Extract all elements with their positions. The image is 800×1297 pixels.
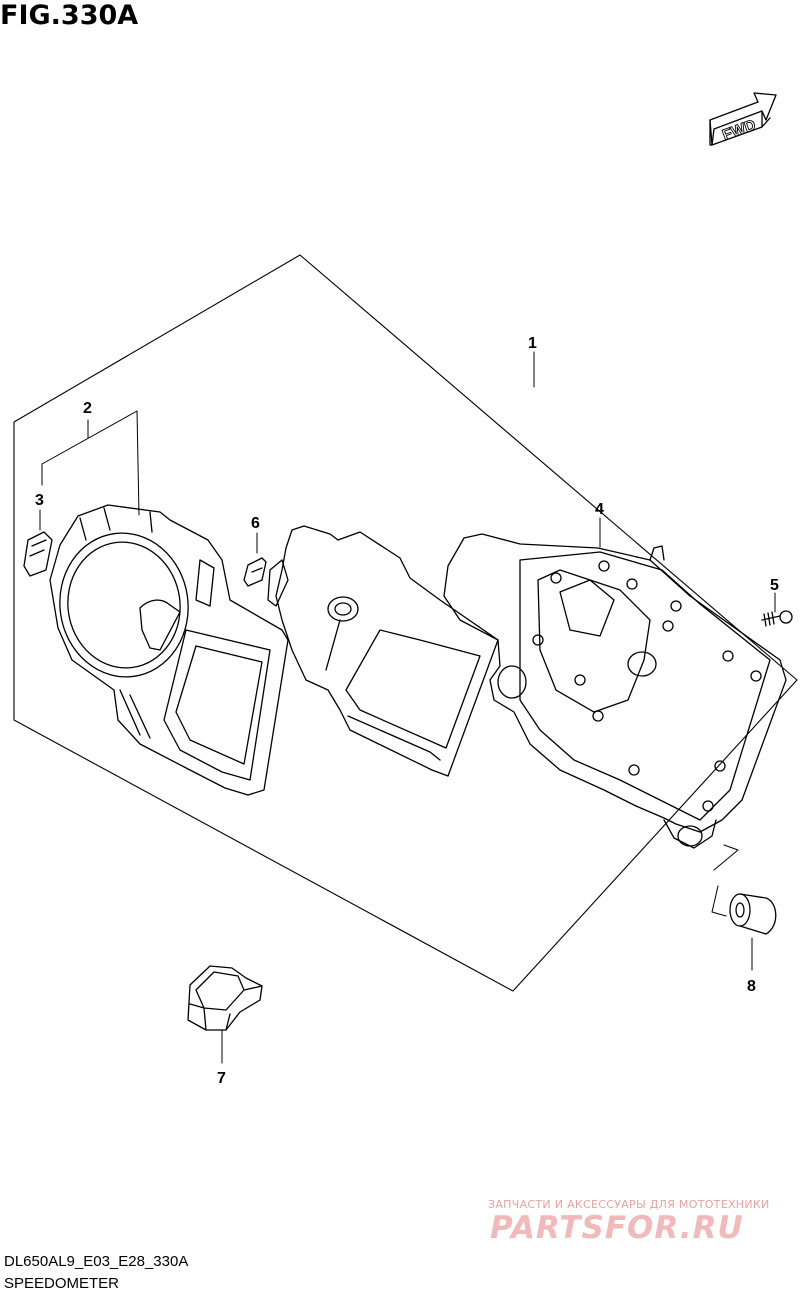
callout-6: 6	[251, 515, 260, 532]
grommet-part	[729, 893, 777, 935]
assembly-boundary	[13, 254, 798, 992]
fwd-arrow-icon	[709, 92, 777, 146]
callout-7: 7	[217, 1070, 226, 1087]
light-guide-part	[243, 557, 267, 587]
watermark-caption: ЗАПЧАСТИ И АКСЕССУАРЫ ДЛЯ МОТОТЕХНИКИ	[488, 1198, 770, 1211]
callout-1: 1	[528, 335, 537, 352]
gauge-panel-part	[267, 525, 499, 777]
figure-title: FIG.330A	[0, 0, 139, 31]
screw-part	[761, 610, 793, 627]
watermark-logo: PARTSFOR.RU	[490, 1210, 744, 1246]
callout-2: 2	[83, 400, 92, 417]
callout-3: 3	[35, 492, 44, 509]
leader-lines	[39, 351, 776, 1064]
callout-4: 4	[595, 501, 604, 518]
model-code: DL650AL9_E03_E28_330A	[4, 1253, 189, 1270]
connector-part	[187, 965, 263, 1031]
section-name: SPEEDOMETER	[4, 1275, 120, 1292]
indicator-lens-part	[23, 531, 53, 577]
callout-8: 8	[747, 978, 756, 995]
rear-case-part	[443, 533, 787, 849]
callout-5: 5	[770, 577, 779, 594]
front-case-part	[49, 504, 289, 796]
